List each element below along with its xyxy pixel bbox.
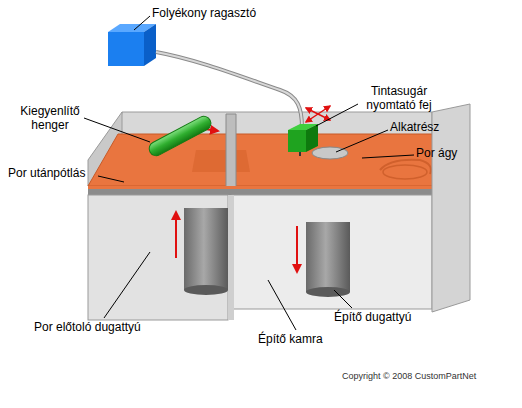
roller-label: Kiegyenlítő henger [14, 104, 86, 132]
feed-piston-label: Por előtoló dugattyú [34, 320, 141, 334]
build-piston-label: Építő dugattyú [334, 310, 411, 324]
printhead-label: Tintasugár nyomtató fej [356, 84, 442, 112]
powder-bed-label: Por ágy [416, 146, 457, 160]
leader-lines [84, 16, 414, 330]
build-chamber-label: Építő kamra [258, 332, 323, 346]
copyright-watermark: Copyright © 2008 CustomPartNet [342, 371, 476, 382]
part-label: Alkatrész [390, 120, 439, 134]
tank-label: Folyékony ragasztó [152, 6, 256, 20]
supply-label: Por utánpótlás [8, 166, 85, 180]
